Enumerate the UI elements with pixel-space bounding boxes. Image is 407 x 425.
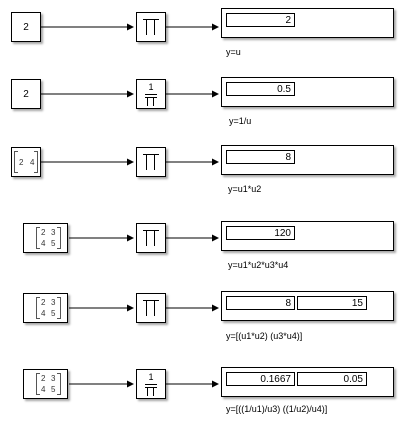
- vector-element: 2: [19, 158, 24, 167]
- reciprocal-product-block[interactable]: 1: [136, 369, 166, 399]
- product-block[interactable]: [136, 12, 166, 42]
- constant-value: 2: [23, 21, 29, 33]
- product-symbol-icon: [143, 300, 159, 316]
- product-symbol-icon: [143, 19, 159, 35]
- display-block[interactable]: 0.1667 0.05: [221, 367, 394, 397]
- equation-label: y=1/u: [229, 116, 252, 126]
- equation-label: y=u: [226, 47, 241, 57]
- display-block[interactable]: 0.5: [221, 77, 394, 107]
- display-block[interactable]: 8: [221, 145, 394, 175]
- display-readout-2: 0.05: [297, 372, 367, 386]
- matrix-element: 2: [41, 374, 46, 383]
- reciprocal-symbol-icon: 1: [143, 372, 159, 397]
- display-readout-1: 8: [226, 296, 295, 310]
- equation-label: y=u1*u2: [228, 184, 262, 194]
- product-block[interactable]: [136, 147, 166, 177]
- display-readout: 0.5: [226, 82, 295, 96]
- matrix-element: 3: [51, 374, 56, 383]
- matrix-element: 2: [41, 228, 46, 237]
- display-readout-2: 15: [297, 296, 367, 310]
- display-block[interactable]: 8 15: [221, 291, 394, 321]
- matrix-element: 4: [41, 309, 46, 318]
- display-readout: 120: [226, 226, 295, 240]
- equation-label: y=[(u1*u2) (u3*u4)]: [226, 331, 303, 341]
- constant-block[interactable]: 2 3 4 5: [23, 369, 68, 399]
- constant-value: 2: [23, 88, 29, 100]
- matrix-element: 5: [51, 309, 56, 318]
- constant-block[interactable]: 2: [11, 12, 41, 42]
- product-symbol-icon: [143, 154, 159, 170]
- display-readout-1: 0.1667: [226, 372, 295, 386]
- matrix-element: 4: [41, 385, 46, 394]
- product-block[interactable]: [136, 223, 166, 253]
- product-block[interactable]: [136, 293, 166, 323]
- equation-label: y=[((1/u1)/u3) ((1/u2)/u4)]: [226, 404, 328, 414]
- product-symbol-icon: [143, 230, 159, 246]
- equation-label: y=u1*u2*u3*u4: [228, 260, 289, 270]
- constant-block[interactable]: 2 3 4 5: [23, 293, 68, 323]
- display-readout: 2: [226, 13, 295, 27]
- constant-block[interactable]: 2 3 4 5: [23, 223, 68, 253]
- matrix-element: 3: [51, 298, 56, 307]
- matrix-element: 3: [51, 228, 56, 237]
- matrix-element: 5: [51, 239, 56, 248]
- matrix-element: 5: [51, 385, 56, 394]
- reciprocal-product-block[interactable]: 1: [136, 79, 166, 109]
- display-readout: 8: [226, 150, 295, 164]
- display-block[interactable]: 120: [221, 221, 394, 251]
- vector-element: 4: [30, 158, 35, 167]
- matrix-element: 4: [41, 239, 46, 248]
- matrix-element: 2: [41, 298, 46, 307]
- reciprocal-numerator: 1: [148, 82, 154, 92]
- reciprocal-symbol-icon: 1: [143, 82, 159, 107]
- constant-block[interactable]: 2 4: [11, 147, 41, 177]
- display-block[interactable]: 2: [221, 8, 394, 38]
- constant-block[interactable]: 2: [11, 79, 41, 109]
- reciprocal-numerator: 1: [148, 372, 154, 382]
